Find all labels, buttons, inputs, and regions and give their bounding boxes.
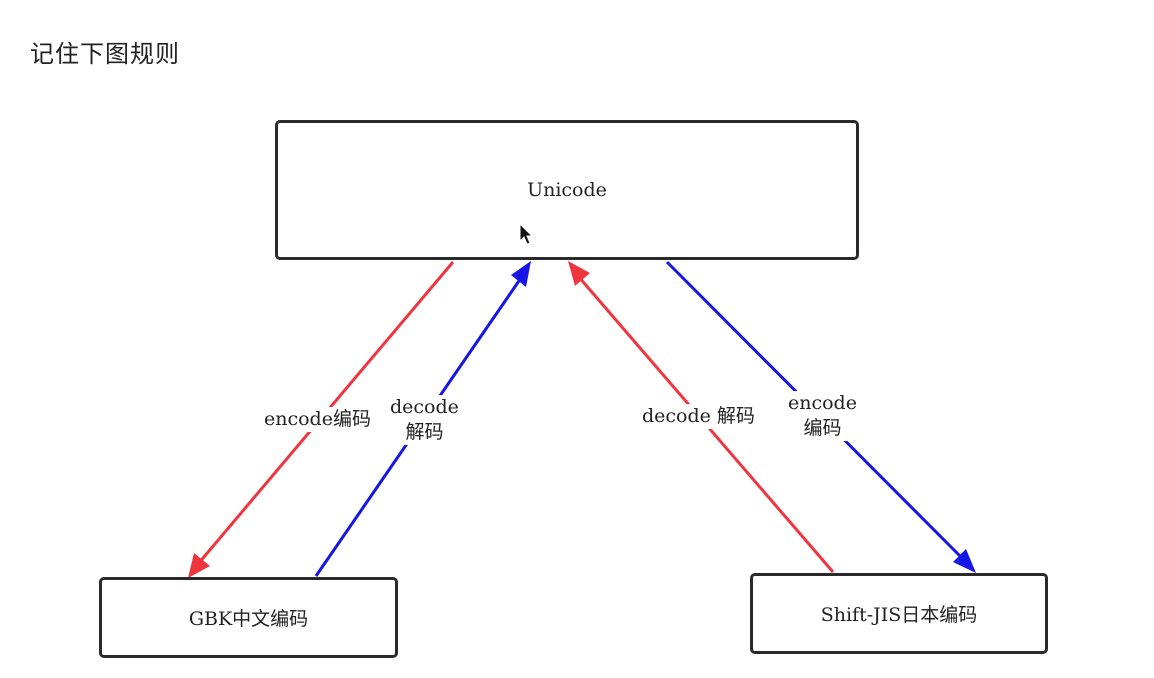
edge-label-gbk-encode: encode编码 bbox=[262, 407, 373, 432]
edge-label-sjis-encode-line2: 编码 bbox=[803, 417, 842, 439]
edge-label-gbk-decode-line2: 解码 bbox=[405, 421, 444, 443]
edge-label-gbk-encode-text: encode编码 bbox=[264, 408, 371, 430]
shift-jis-box: Shift-JIS日本编码 bbox=[750, 573, 1048, 654]
arrowhead-gbk-decode bbox=[511, 261, 531, 287]
edge-label-sjis-encode: encode 编码 bbox=[786, 391, 859, 441]
unicode-box: Unicode bbox=[275, 120, 859, 260]
shift-jis-label: Shift-JIS日本编码 bbox=[820, 604, 978, 626]
mouse-cursor-icon bbox=[519, 222, 534, 245]
gbk-box: GBK中文编码 bbox=[99, 577, 398, 658]
edge-label-gbk-decode-line1: decode bbox=[390, 396, 459, 418]
edge-label-gbk-decode: decode 解码 bbox=[388, 395, 461, 445]
arrowhead-gbk-encode bbox=[188, 553, 210, 578]
gbk-label: GBK中文编码 bbox=[188, 608, 309, 630]
arrowhead-sjis-decode bbox=[568, 261, 590, 286]
page-title: 记住下图规则 bbox=[30, 40, 180, 68]
edge-label-sjis-decode-text: decode 解码 bbox=[642, 405, 755, 427]
arrowhead-sjis-encode bbox=[953, 549, 976, 573]
unicode-label: Unicode bbox=[527, 179, 607, 201]
edge-label-sjis-encode-line1: encode bbox=[788, 392, 857, 414]
edge-label-sjis-decode: decode 解码 bbox=[640, 404, 757, 429]
